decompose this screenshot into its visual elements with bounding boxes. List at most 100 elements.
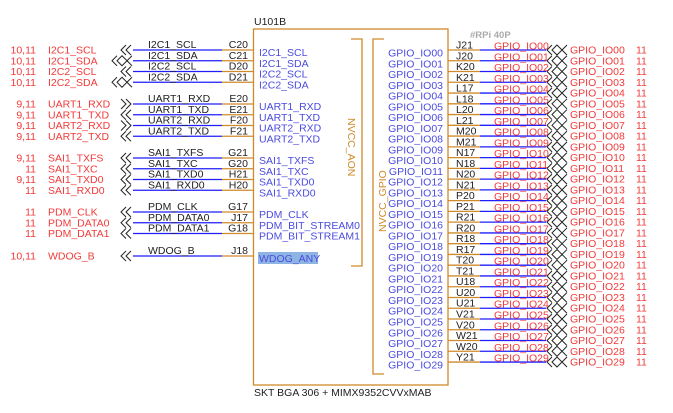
offpage-net-label[interactable]: GPIO_IO24 [570,303,625,315]
bidirectional-connector-icon[interactable] [546,173,568,185]
offpage-net-label[interactable]: UART1_RXD [48,99,111,111]
bidirectional-connector-icon[interactable] [111,55,133,67]
offpage-net-label[interactable]: GPIO_IO02 [570,66,625,78]
offpage-net-label[interactable]: GPIO_IO00 [570,45,625,57]
offpage-net-label[interactable]: GPIO_IO12 [570,174,625,186]
net-name: I2C1_SDA [148,50,198,62]
offpage-net-label[interactable]: GPIO_IO16 [570,217,625,229]
input-connector-icon[interactable] [120,120,132,131]
offpage-net-label[interactable]: GPIO_IO29 [570,357,625,369]
bidirectional-connector-icon[interactable] [546,44,568,56]
offpage-net-label[interactable]: GPIO_IO10 [570,152,625,164]
bidirectional-connector-icon[interactable] [546,205,568,218]
offpage-net-label[interactable]: GPIO_IO23 [570,292,625,304]
offpage-net-label[interactable]: UART1_TXD [48,109,109,121]
pin-number: R20 [456,222,475,234]
output-connector-icon[interactable] [120,130,132,142]
bidirectional-connector-icon[interactable] [546,130,568,142]
output-connector-icon[interactable] [120,163,132,175]
output-connector-icon[interactable] [120,206,132,218]
bidirectional-connector-icon[interactable] [546,87,568,99]
offpage-net-label[interactable]: I2C1_SDA [48,55,98,67]
output-connector-icon[interactable] [120,250,132,262]
bidirectional-connector-icon[interactable] [546,248,568,261]
offpage-net-label[interactable]: GPIO_IO19 [570,249,625,261]
bidirectional-connector-icon[interactable] [546,227,568,239]
bidirectional-connector-icon[interactable] [546,119,568,132]
offpage-net-label[interactable]: GPIO_IO11 [570,163,624,175]
offpage-net-label[interactable]: PDM_DATA0 [48,217,110,229]
offpage-net-label[interactable]: GPIO_IO26 [570,324,625,336]
offpage-net-label[interactable]: GPIO_IO07 [570,120,625,132]
bidirectional-connector-icon[interactable] [546,281,568,293]
bidirectional-connector-icon[interactable] [546,151,568,164]
offpage-net-label[interactable]: GPIO_IO06 [570,109,625,121]
offpage-net-label[interactable]: GPIO_IO25 [570,314,625,326]
pin-number: R21 [456,212,475,224]
bidirectional-connector-icon[interactable] [546,345,568,357]
offpage-net-label[interactable]: GPIO_IO09 [570,141,625,153]
bidirectional-connector-icon[interactable] [546,55,568,67]
offpage-net-label[interactable]: GPIO_IO21 [570,270,625,282]
offpage-net-label[interactable]: GPIO_IO14 [570,195,625,207]
page-ref: 11 [636,109,647,121]
output-connector-icon[interactable] [120,184,132,196]
bidirectional-connector-icon[interactable] [546,141,568,153]
offpage-net-label[interactable]: PDM_CLK [48,207,98,219]
bidirectional-connector-icon[interactable] [546,194,568,207]
offpage-net-label[interactable]: I2C2_SDA [48,77,98,89]
offpage-net-label[interactable]: WDOG_B [48,251,95,263]
offpage-net-label[interactable]: UART2_RXD [48,120,111,132]
bidirectional-connector-icon[interactable] [546,184,568,196]
pin-name: GPIO_IO27 [388,338,443,350]
pin-name: WDOG_ANY [259,253,320,265]
output-connector-icon[interactable] [120,66,132,77]
bidirectional-connector-icon[interactable] [546,65,568,78]
bidirectional-connector-icon[interactable] [546,108,568,121]
offpage-net-label[interactable]: SAI1_TXFS [48,153,103,165]
bidirectional-connector-icon[interactable] [111,76,133,88]
offpage-net-label[interactable]: GPIO_IO15 [570,206,625,218]
bidirectional-connector-icon[interactable] [546,313,568,325]
bidirectional-connector-icon[interactable] [546,98,568,110]
bidirectional-connector-icon[interactable] [546,324,568,336]
bidirectional-connector-icon[interactable] [546,259,568,271]
bidirectional-connector-icon[interactable] [546,291,568,304]
offpage-net-label[interactable]: SAI1_TXC [48,163,98,175]
offpage-net-label[interactable]: GPIO_IO17 [570,227,625,239]
bidirectional-connector-icon[interactable] [546,356,568,368]
offpage-net-label[interactable]: GPIO_IO22 [570,281,625,293]
bidirectional-connector-icon[interactable] [546,162,568,175]
offpage-net-label[interactable]: GPIO_IO03 [570,77,625,89]
offpage-net-label[interactable]: GPIO_IO27 [570,335,625,347]
pin-name: GPIO_IO04 [388,91,443,103]
output-connector-icon[interactable] [120,228,132,239]
bidirectional-connector-icon[interactable] [546,237,568,250]
output-connector-icon[interactable] [120,217,132,229]
bidirectional-connector-icon[interactable] [546,302,568,314]
output-connector-icon[interactable] [120,174,132,185]
bidirectional-connector-icon[interactable] [546,334,568,347]
component-body[interactable] [252,28,449,386]
offpage-net-label[interactable]: SAI1_TXD0 [48,174,104,186]
bidirectional-connector-icon[interactable] [546,270,568,282]
offpage-net-label[interactable]: PDM_DATA1 [48,228,110,240]
offpage-net-label[interactable]: GPIO_IO04 [570,88,625,100]
bidirectional-connector-icon[interactable] [546,76,568,88]
bidirectional-connector-icon[interactable] [546,216,568,228]
offpage-net-label[interactable]: GPIO_IO08 [570,131,625,143]
offpage-net-label[interactable]: GPIO_IO28 [570,346,625,358]
offpage-net-label[interactable]: GPIO_IO20 [570,260,625,272]
offpage-net-label[interactable]: SAI1_RXD0 [48,185,105,197]
offpage-net-label[interactable]: GPIO_IO18 [570,238,625,250]
output-connector-icon[interactable] [120,44,132,56]
offpage-net-label[interactable]: I2C2_SCL [48,66,97,78]
offpage-net-label[interactable]: GPIO_IO01 [570,55,625,67]
offpage-net-label[interactable]: UART2_TXD [48,131,109,143]
offpage-net-label[interactable]: GPIO_IO13 [570,184,625,196]
output-connector-icon[interactable] [120,109,132,121]
input-connector-icon[interactable] [120,98,132,110]
offpage-net-label[interactable]: I2C1_SCL [48,45,97,57]
output-connector-icon[interactable] [120,152,132,164]
offpage-net-label[interactable]: GPIO_IO05 [570,98,625,110]
